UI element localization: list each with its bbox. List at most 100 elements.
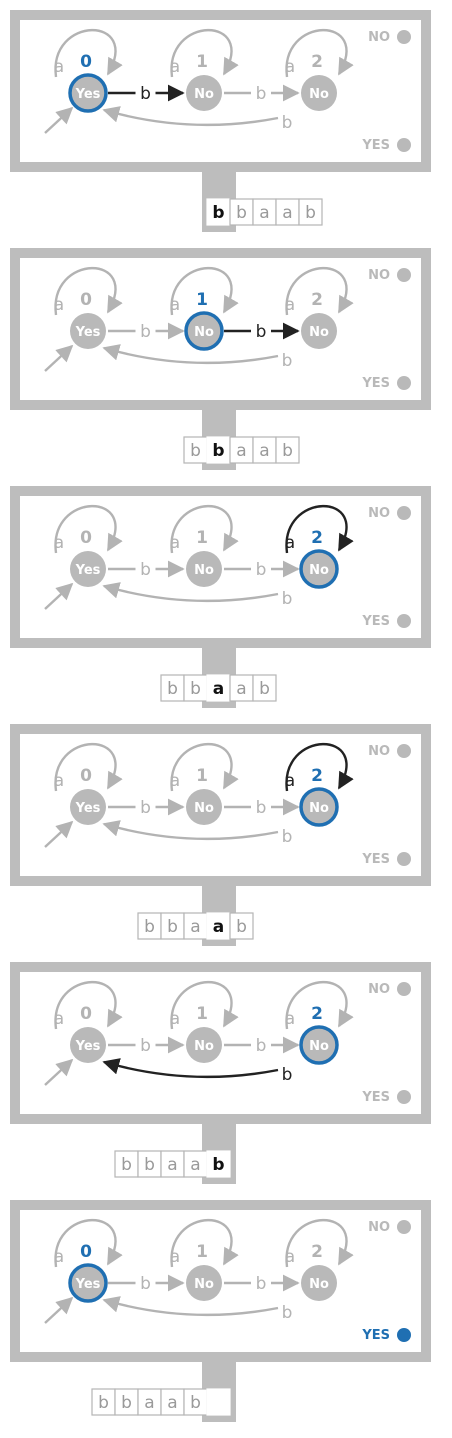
no-indicator: NO [368,268,411,283]
no-indicator-light [397,268,411,282]
state-0-loop-label: a [54,533,64,553]
state-0-number: 0 [80,290,92,310]
state-1-number: 1 [196,290,208,310]
tape-symbol: b [259,679,270,699]
tape-symbol: a [167,1393,177,1413]
tape-symbol: b [167,679,178,699]
state-0-loop-label: a [54,1247,64,1267]
yes-indicator-light [397,852,411,866]
tape-cell-current: b [206,436,231,464]
state-2-loop [285,1219,354,1268]
state-2-loop [285,29,354,78]
state-0-number: 0 [80,528,92,548]
tape-symbol: b [305,203,316,223]
state-0-node [68,73,108,113]
state-2-number: 2 [311,766,323,786]
tape-cell: b [275,436,300,464]
tape-symbol: a [190,917,200,937]
tape-cell: b [137,1150,162,1178]
state-1-number: 1 [196,52,208,72]
yes-indicator-label: YES [361,1328,390,1343]
state-2-loop [285,267,354,316]
state-2-label: No [309,801,329,816]
tape-symbol: b [236,917,247,937]
no-indicator-label: NO [368,744,390,759]
state-2-node [301,75,337,111]
tape-cell: b [183,674,208,702]
state-1-node [186,1265,222,1301]
state-0-loop [54,29,123,78]
tape-cell: b [183,436,208,464]
state-2-loop [285,981,354,1030]
edge-s1_s2-label: b [256,798,267,818]
start-arrow [44,820,74,848]
state-2-node [299,1025,339,1065]
yes-indicator-label: YES [361,1090,390,1105]
tape-cell: b [160,674,185,702]
tape-symbol: b [190,441,201,461]
tape-symbol: a [213,679,224,699]
edge-s2_s0-label: b [282,827,293,847]
state-1-node [186,551,222,587]
edge-s0_s1-label: b [140,1274,151,1294]
no-indicator: NO [368,982,411,997]
edge-s2_s0-label: b [282,1065,293,1085]
yes-indicator-light [397,614,411,628]
tape-cell-current: a [206,912,231,940]
state-1-label: No [194,87,214,102]
tape-cell: b [160,912,185,940]
edge-s2_s0-label: b [282,113,293,133]
tape-cell-current: b [206,198,231,226]
no-indicator: NO [368,744,411,759]
state-2-loop-label: a [285,533,295,553]
state-2-number: 2 [311,1242,323,1262]
tape-symbol: a [167,1155,177,1175]
tape-symbol: b [144,917,155,937]
no-indicator-light [397,30,411,44]
state-1-node [186,789,222,825]
tape-cell: a [160,1150,185,1178]
tape-symbol: a [144,1393,154,1413]
state-2-number: 2 [311,290,323,310]
tape-cell: a [229,674,254,702]
state-1-loop-label: a [170,533,180,553]
state-0-node [68,1263,108,1303]
tape-cell: a [252,198,277,226]
yes-indicator-light [397,1328,411,1342]
no-indicator-light [397,982,411,996]
no-indicator-light [397,1220,411,1234]
edge-s2_s0-label: b [282,351,293,371]
edge-s0_s1-label: b [140,560,151,580]
tape-symbol: b [121,1155,132,1175]
state-1-label: No [194,563,214,578]
state-1-loop [170,743,239,792]
yes-indicator-light [397,376,411,390]
start-arrow [44,1058,74,1086]
tape-symbol: a [236,679,246,699]
yes-indicator-label: YES [361,852,390,867]
state-1-number: 1 [196,766,208,786]
tape-cell: b [298,198,323,226]
state-0-node [70,313,106,349]
yes-indicator-label: YES [361,614,390,629]
state-1-loop-label: a [170,1009,180,1029]
state-0-loop [54,743,123,792]
state-1-node [184,311,224,351]
tape-symbol: a [190,1155,200,1175]
state-0-loop [54,505,123,554]
state-2-label: No [309,325,329,340]
tape-cell-current: b [206,1150,231,1178]
tape-cell: b [252,674,277,702]
state-1-node [186,1027,222,1063]
start-arrow [44,582,74,610]
state-1-label: No [194,1277,214,1292]
state-0-loop-label: a [54,295,64,315]
state-2-label: No [309,87,329,102]
state-2-label: No [309,1039,329,1054]
state-2-node [301,313,337,349]
state-0-label: Yes [75,87,101,102]
edge-s2_s0 [102,820,279,841]
